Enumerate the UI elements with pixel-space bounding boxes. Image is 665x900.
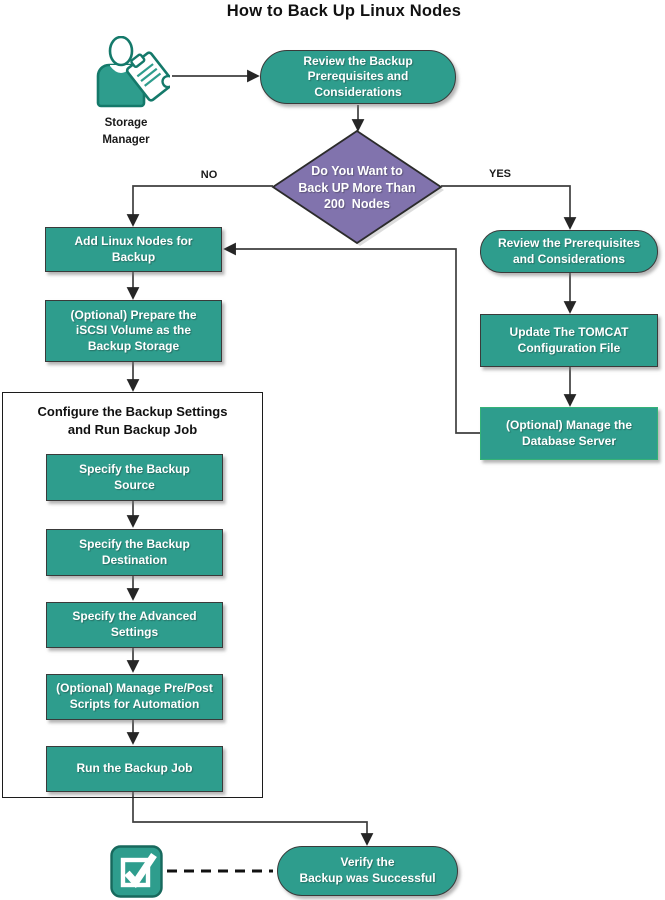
branch-label-no: NO — [186, 169, 232, 181]
page-title: How to Back Up Linux Nodes — [226, 2, 462, 20]
connector-run-to-verify — [132, 791, 374, 846]
group-configure-backup-settings: Configure the Backup Settings and Run Ba… — [2, 392, 263, 798]
connector-managedb-to-addnodes — [223, 242, 480, 434]
storage-manager-icon — [96, 36, 170, 108]
step-review-backup-prerequisites: Review the Backup Prerequisites and Cons… — [260, 50, 456, 104]
step-run-backup-job: Run the Backup Job — [46, 746, 223, 792]
step-update-tomcat-config: Update The TOMCAT Configuration File — [480, 314, 658, 367]
branch-label-yes: YES — [476, 168, 524, 180]
step-specify-backup-destination: Specify the Backup Destination — [46, 529, 223, 576]
step-add-linux-nodes: Add Linux Nodes for Backup — [45, 227, 222, 272]
step-review-prerequisites: Review the Prerequisites and Considerati… — [480, 230, 658, 273]
step-manage-database-server: (Optional) Manage the Database Server — [480, 407, 658, 460]
decision-diamond-shape — [271, 129, 443, 245]
connector-no-branch — [126, 185, 273, 227]
checkbox-checked-icon — [110, 845, 163, 898]
step-verify-backup-successful: Verify the Backup was Successful — [277, 846, 458, 896]
group-title: Configure the Backup Settings and Run Ba… — [37, 404, 228, 437]
connector-yes-branch — [441, 185, 577, 230]
step-specify-advanced-settings: Specify the Advanced Settings — [46, 602, 223, 648]
step-prepare-iscsi-volume: (Optional) Prepare the iSCSI Volume as t… — [45, 300, 222, 362]
step-specify-backup-source: Specify the Backup Source — [46, 454, 223, 501]
decision-label: Do You Want to Back UP More Than 200 Nod… — [298, 163, 416, 212]
actor-label: Storage Manager — [102, 117, 150, 146]
step-manage-prepost-scripts: (Optional) Manage Pre/Post Scripts for A… — [46, 674, 223, 720]
